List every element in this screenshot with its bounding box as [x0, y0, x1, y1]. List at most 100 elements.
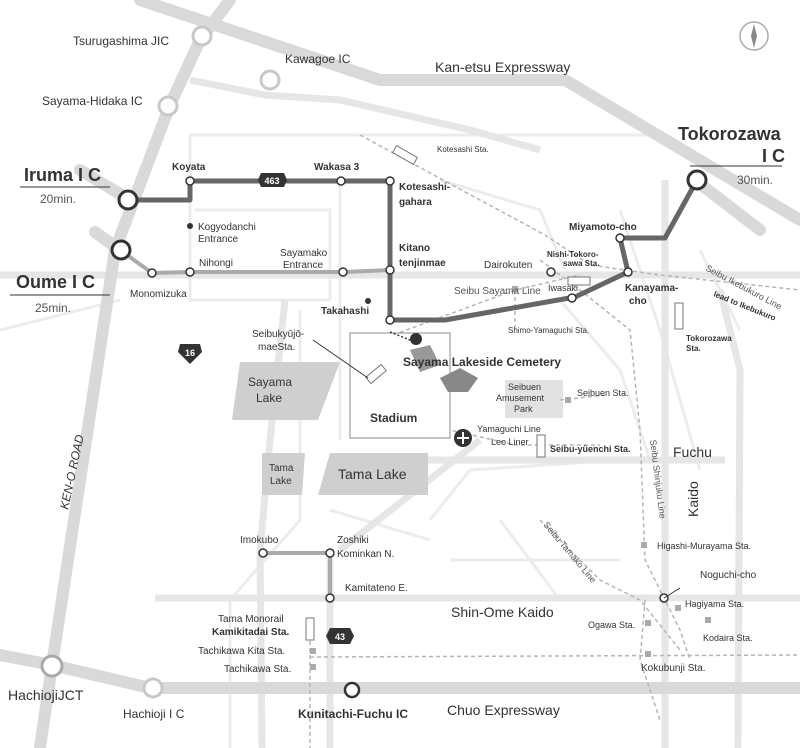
amusement-label: Seibuen: [508, 382, 541, 392]
tokorozawa-station-marker[interactable]: [674, 302, 684, 330]
iwasaki-label: Iwasaki: [548, 283, 578, 293]
tamako-line-label: Seibu Tamako Line: [541, 520, 598, 585]
iwasaki-node[interactable]: [567, 293, 577, 303]
dairokuten-label: Dairokuten: [484, 260, 532, 271]
seibukyujo-station-marker[interactable]: [365, 363, 387, 385]
hagiyama-label: Hagiyama Sta.: [685, 599, 744, 609]
tokorozawa-ic-label-2: I C: [762, 146, 785, 166]
nihongi-node[interactable]: [185, 267, 195, 277]
intersection-nodes: [147, 176, 669, 603]
sayama-hidaka-node[interactable]: [157, 95, 179, 117]
shimo-yamaguchi-label: Shimo-Yamaguchi Sta.: [508, 326, 589, 335]
kitano-label: Kitano: [399, 243, 430, 254]
sayama-lake-label-2: Lake: [256, 391, 282, 405]
kawagoe-ic-node[interactable]: [259, 69, 281, 91]
tama-lake-small-shape: [262, 453, 305, 495]
route-16-label: 16: [185, 348, 195, 358]
intersection-labels: Koyata Wakasa 3 Kotesashi- gahara Kitano…: [130, 162, 757, 594]
tama-monorail-label: Tama Monorail: [218, 614, 284, 625]
seibu-yuenchi-marker[interactable]: [536, 434, 546, 458]
tama-lake-shape: [318, 453, 428, 495]
kogyodanchi-node[interactable]: [187, 223, 193, 229]
kanayama-node[interactable]: [623, 267, 633, 277]
sayama-lake-shape: [232, 362, 340, 420]
stadium-shape: [410, 345, 440, 372]
fuchu-kaido-label: Fuchu: [673, 444, 712, 460]
cemetery-label: Sayama Lakeside Cemetery: [403, 355, 561, 369]
route-463-shield: 463: [258, 173, 287, 187]
kodaira-label: Kodaira Sta.: [703, 633, 753, 643]
tsurugashima-label: Tsurugashima JIC: [73, 34, 169, 48]
hachioji-ic-node[interactable]: [142, 677, 164, 699]
leo-liner-label: Leo Liner: [491, 437, 529, 447]
koyata-node[interactable]: [185, 176, 195, 186]
tokorozawa-time: 30min.: [737, 173, 773, 187]
road-labels: Kan-etsu Expressway Chuo Expressway KEN-…: [57, 59, 712, 718]
fuchu-kaido-label-2: Kaido: [685, 481, 701, 517]
kamikitadai-marker[interactable]: [305, 617, 315, 641]
kamitateno-label: Kamitateno E.: [345, 583, 408, 594]
nishi-tokorozawa-marker[interactable]: [567, 276, 591, 286]
miyamoto-label: Miyamoto-cho: [569, 222, 637, 233]
route-43-shield: 43: [326, 628, 354, 644]
kawagoe-label: Kawagoe IC: [285, 52, 351, 66]
tachikawa-kita-label: Tachikawa Kita Sta.: [198, 646, 285, 657]
route-43-label: 43: [335, 632, 345, 642]
imokubo-node[interactable]: [258, 548, 268, 558]
sayamako-label-2: Entrance: [283, 260, 323, 271]
compass-icon: [739, 21, 769, 51]
chuo-expressway: [0, 649, 800, 694]
amusement-park-shape: [505, 380, 563, 418]
sayamako-node[interactable]: [338, 267, 348, 277]
wakasa-node[interactable]: [336, 176, 346, 186]
kokubunji-label: Kokubunji Sta.: [641, 663, 706, 674]
hachioji-jct-node[interactable]: [40, 654, 64, 678]
stadium-label: Stadium: [370, 411, 417, 425]
plus-icon: [454, 429, 472, 447]
iruma-ic-node[interactable]: [117, 189, 139, 211]
kotesashi-station-label: Kotesashi Sta.: [437, 145, 489, 154]
seibukyujo-label-2: maeSta.: [258, 342, 295, 353]
kogyodanchi-label-2: Entrance: [198, 234, 238, 245]
noguchi-label: Noguchi-cho: [700, 570, 757, 581]
tokorozawa-ic-node[interactable]: [686, 169, 708, 191]
kitano-node[interactable]: [385, 265, 395, 275]
tsurugashima-jic-node[interactable]: [191, 25, 213, 47]
oume-ic-node[interactable]: [110, 239, 132, 261]
miyamoto-node[interactable]: [615, 233, 625, 243]
amusement-label-3: Park: [514, 404, 533, 414]
zoshiki-node[interactable]: [325, 548, 335, 558]
kan-etsu-expressway: [134, 0, 800, 226]
route-16-shield: 16: [178, 344, 202, 364]
monomizuka-label: Monomizuka: [130, 289, 187, 300]
imokubo-label: Imokubo: [240, 535, 279, 546]
takahashi-label: Takahashi: [321, 306, 369, 317]
kamitateno-node[interactable]: [325, 593, 335, 603]
nishi-tokorozawa-label: Nishi-Tokoro-: [547, 250, 599, 259]
ken-o-road: [34, 0, 236, 748]
amusement-label-2: Amusement: [496, 393, 545, 403]
monomizuka-node[interactable]: [147, 268, 157, 278]
chuo-label: Chuo Expressway: [447, 702, 560, 718]
nishi-tokorozawa-label-2: sawa Sta.: [563, 259, 599, 268]
kotesashi-label-2: gahara: [399, 197, 432, 208]
kogyodanchi-label: Kogyodanchi: [198, 222, 256, 233]
station-markers: [305, 144, 684, 641]
kanayama-label: Kanayama-: [625, 283, 678, 294]
kotesashi-station-marker[interactable]: [391, 144, 419, 166]
cemetery-shape: [440, 368, 478, 392]
cemetery-marker[interactable]: [410, 333, 422, 345]
lakes: [232, 362, 563, 495]
dairokuten-node[interactable]: [546, 267, 556, 277]
kitano-label-2: tenjinmae: [399, 258, 446, 269]
kunitachi-fuchu-node[interactable]: [343, 681, 361, 699]
main-interchange-nodes: [110, 169, 708, 699]
kan-etsu-label: Kan-etsu Expressway: [435, 59, 570, 75]
tachikawa-label: Tachikawa Sta.: [224, 664, 291, 675]
tama-lake-small-label: Tama: [269, 463, 294, 474]
kotesashi-node[interactable]: [385, 176, 395, 186]
takahashi-node[interactable]: [385, 315, 395, 325]
oume-ic-label: Oume I C: [16, 272, 95, 292]
small-station-dots: [310, 286, 711, 670]
